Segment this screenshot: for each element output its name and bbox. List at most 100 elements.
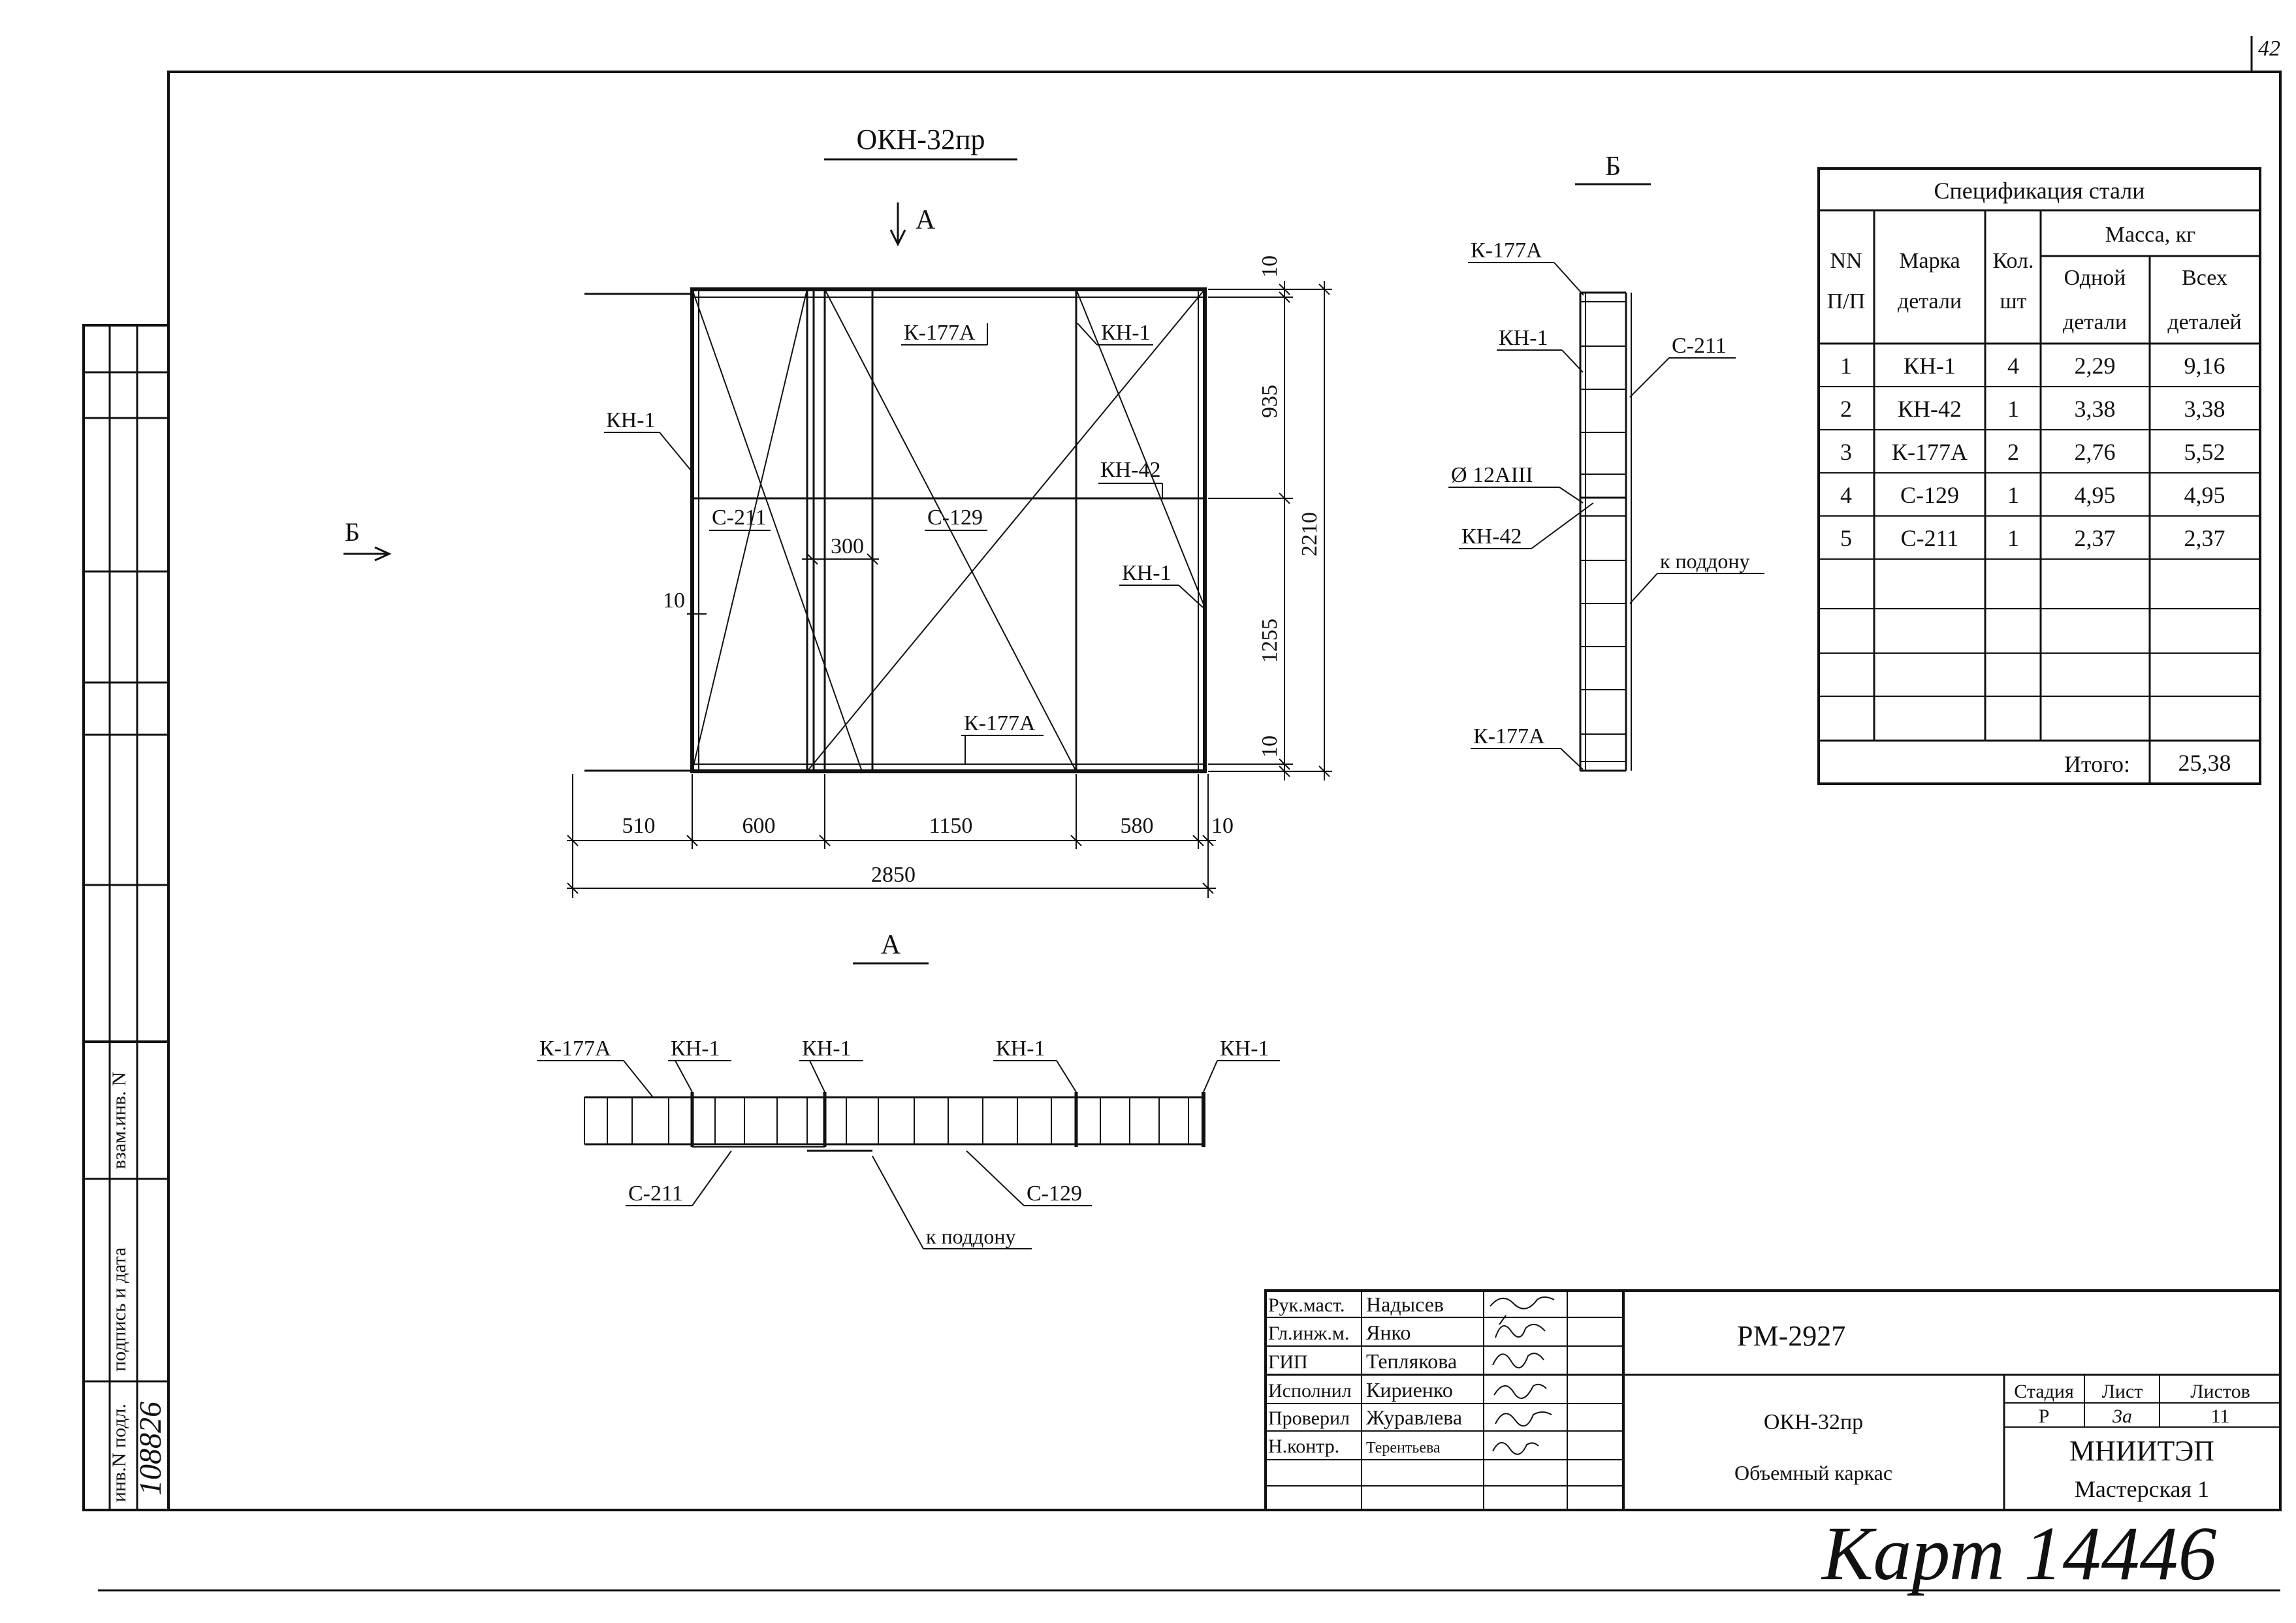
spec-head-nn1: NN: [1830, 249, 1862, 273]
svg-text:2,76: 2,76: [2075, 439, 2116, 465]
stage-label: Стадия: [2014, 1381, 2074, 1402]
diagonal-1: [692, 289, 863, 772]
dim-10-bottom-right: 10: [1258, 735, 1282, 758]
dim-10-bottom: 10: [1211, 814, 1234, 838]
section-arrow-a-label: А: [916, 205, 936, 235]
signature-0: [1490, 1296, 1555, 1310]
spec-head-mark2: детали: [1898, 289, 1962, 313]
sign-date-label: подпись и дата: [108, 1247, 130, 1372]
diagonal-4: [806, 289, 1205, 772]
role-2: ГИП: [1268, 1351, 1308, 1373]
role-0: Рук.маст.: [1268, 1294, 1345, 1316]
svg-text:3: 3: [1840, 439, 1852, 465]
svg-text:5,52: 5,52: [2184, 439, 2225, 465]
dim-1150: 1150: [929, 814, 973, 838]
sheet-label: Лист: [2102, 1381, 2143, 1402]
spec-row-4: 4 С-129 1 4,95 4,95: [1840, 482, 2225, 508]
name-0: Надысев: [1366, 1293, 1444, 1316]
svg-text:1: 1: [2007, 482, 2019, 508]
signature-5: [1492, 1442, 1539, 1455]
name-4: Журавлева: [1366, 1406, 1462, 1429]
spec-row-3: 3 К-177А 2 2,76 5,52: [1840, 439, 2225, 465]
doc-name-line1: ОКН-32пр: [1764, 1410, 1863, 1434]
sb-label-to-pallet: к поддону: [1660, 549, 1749, 573]
spec-table: Спецификация стали NN П/П Марка детали К…: [1817, 167, 2261, 785]
right-dimensions: 10 935 1255 10 2210: [1208, 255, 1332, 780]
sa-label-kn1-4: КН-1: [1220, 1036, 1269, 1061]
signature-3: [1493, 1383, 1547, 1399]
dim-600: 600: [742, 814, 776, 838]
section-b-title: Б: [1605, 152, 1621, 182]
label-dim-300: 300: [831, 534, 864, 558]
role-1: Гл.инж.м.: [1268, 1323, 1349, 1344]
signature-2: [1492, 1353, 1544, 1369]
spec-head-one1: Одной: [2064, 266, 2126, 290]
bottom-dimensions: 510 600 1150 580 10 2850: [567, 774, 1234, 898]
svg-text:9,16: 9,16: [2184, 353, 2225, 379]
spec-head-all2: деталей: [2167, 310, 2241, 334]
inv-number: 108826: [133, 1402, 168, 1496]
svg-text:4,95: 4,95: [2184, 482, 2225, 508]
frame-outline: [690, 287, 1207, 773]
svg-text:С-211: С-211: [1901, 525, 1959, 551]
role-5: Н.контр.: [1268, 1436, 1339, 1457]
svg-text:КН-42: КН-42: [1898, 396, 1962, 422]
spec-head-one2: детали: [2063, 310, 2127, 334]
left-binding-strip: инв.N подл. подпись и дата взам.инв. N 1…: [82, 324, 170, 1511]
spec-head-mass: Масса, кг: [2105, 223, 2196, 247]
sa-label-c211: С-211: [628, 1181, 683, 1206]
dim-510: 510: [622, 814, 656, 838]
main-view-title: ОКН-32пр: [856, 123, 985, 155]
sb-label-kn42: КН-42: [1461, 524, 1522, 549]
svg-text:3,38: 3,38: [2075, 396, 2116, 422]
svg-text:С-129: С-129: [1900, 482, 1959, 508]
spec-total-value: 25,38: [2178, 750, 2231, 776]
doc-code: РМ-2927: [1737, 1320, 1845, 1352]
role-4: Проверил: [1268, 1407, 1350, 1429]
svg-text:2,29: 2,29: [2075, 353, 2116, 379]
sa-label-k177a: К-177А: [539, 1036, 611, 1061]
sheet-value: 3а: [2112, 1406, 2132, 1427]
svg-text:4: 4: [1840, 482, 1852, 508]
spec-total-label: Итого:: [2064, 751, 2130, 777]
svg-text:КН-1: КН-1: [1904, 353, 1956, 379]
name-1: Янко: [1366, 1321, 1411, 1344]
svg-text:4,95: 4,95: [2075, 482, 2116, 508]
svg-text:1: 1: [2007, 396, 2019, 422]
sa-label-c129: С-129: [1027, 1181, 1082, 1206]
section-b: Б К-177А КН-1 С-211 Ø 12АIII: [1448, 152, 1764, 772]
dim-1255: 1255: [1258, 619, 1282, 663]
sb-label-kn1: КН-1: [1499, 326, 1548, 350]
stage-value: Р: [2039, 1406, 2050, 1427]
svg-text:2: 2: [2007, 439, 2019, 465]
spec-head-nn2: П/П: [1827, 289, 1866, 313]
main-view: ОКН-32пр А Б КН-1 К-1: [343, 123, 1332, 898]
sa-label-kn1-2: КН-1: [802, 1036, 852, 1061]
dim-10-top: 10: [1258, 255, 1282, 278]
sb-label-k177a-bottom: К-177А: [1473, 724, 1545, 748]
svg-text:5: 5: [1840, 525, 1852, 551]
svg-text:1: 1: [2007, 525, 2019, 551]
svg-text:2,37: 2,37: [2075, 525, 2116, 551]
sb-label-k177a-top: К-177А: [1471, 238, 1542, 263]
label-c129: С-129: [927, 506, 983, 530]
label-kn1-left: КН-1: [606, 408, 656, 432]
signature-4: [1495, 1411, 1552, 1427]
sb-label-rebar: Ø 12АIII: [1451, 463, 1533, 487]
workshop-name: Мастерская 1: [2075, 1476, 2209, 1502]
spec-title: Спецификация стали: [1934, 178, 2145, 204]
label-kn1-top: КН-1: [1101, 321, 1151, 345]
spec-head-all1: Всех: [2182, 266, 2227, 290]
svg-text:К-177А: К-177А: [1892, 439, 1968, 465]
sa-label-kn1-1: КН-1: [671, 1036, 720, 1061]
svg-text:1: 1: [1840, 353, 1852, 379]
sheets-label: Листов: [2190, 1381, 2250, 1402]
title-block: Рук.маст. Гл.инж.м. ГИП Исполнил Провери…: [1264, 1289, 2282, 1511]
sb-label-c211: С-211: [1672, 334, 1727, 358]
dim-580: 580: [1121, 814, 1154, 838]
svg-text:2,37: 2,37: [2184, 525, 2225, 551]
label-kn1-right: КН-1: [1122, 561, 1172, 585]
spec-head-qty1: Кол.: [1992, 249, 2033, 273]
svg-text:4: 4: [2007, 353, 2019, 379]
